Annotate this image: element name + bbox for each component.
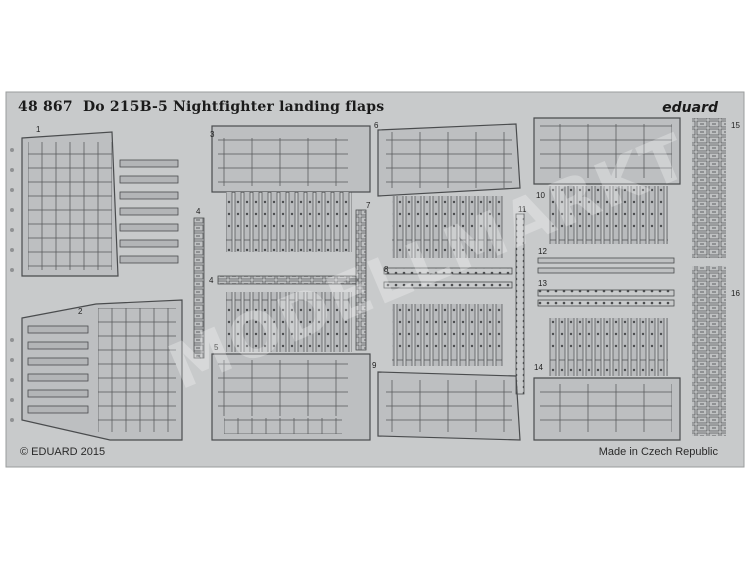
product-code: 48 867 (18, 99, 73, 115)
part-10-flap (533, 117, 681, 244)
part-6-flap (377, 123, 521, 258)
part-15-16-links (692, 118, 726, 436)
part-1-flap (21, 131, 179, 277)
part-number: 8 (384, 265, 389, 274)
part-number: 9 (372, 361, 377, 370)
part-number: 4 (209, 276, 214, 285)
part-11-rail (515, 213, 525, 395)
brand-logo: eduard (662, 100, 718, 116)
part-5-flap (211, 292, 371, 441)
part-number: 14 (534, 363, 543, 372)
part-number: 5 (214, 343, 219, 352)
part-number: 10 (536, 191, 545, 200)
part-number: 16 (731, 289, 740, 298)
part-3-flap (211, 125, 371, 252)
part-number: 13 (538, 279, 547, 288)
copyright-text: © EDUARD 2015 (20, 446, 106, 458)
part-number: 15 (731, 121, 740, 130)
part-number: 12 (538, 247, 547, 256)
part-number: 2 (78, 307, 83, 316)
part-2-flap (21, 299, 183, 441)
part-number: 1 (36, 125, 41, 134)
part-7-rail (355, 209, 367, 351)
part-14-flap (533, 318, 681, 441)
sprue-drops-left (10, 148, 14, 422)
product-title: Do 215B-5 Nightfighter landing flaps (82, 99, 385, 115)
origin-text: Made in Czech Republic (598, 446, 718, 458)
part-12-13-rails (537, 257, 675, 307)
part-number: 7 (366, 201, 371, 210)
part-9-flap (377, 304, 521, 441)
part-number: 3 (210, 130, 215, 139)
sheet-title: 48 867 Do 215B-5 Nightfighter landing fl… (18, 99, 384, 115)
part-number: 11 (518, 205, 527, 214)
part-number: 6 (374, 121, 379, 130)
part-number-labels: 1 2 3 4 4 5 6 7 8 9 10 11 12 13 14 15 16 (36, 121, 740, 372)
part-8-rails (383, 267, 513, 289)
part-number: 4 (196, 207, 201, 216)
